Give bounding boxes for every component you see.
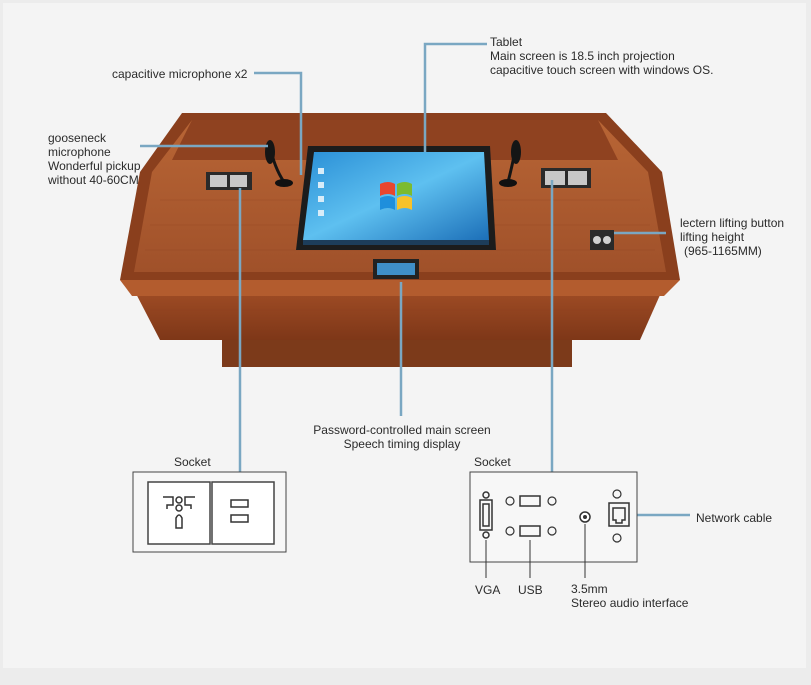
audio-jack-icon xyxy=(579,511,591,523)
gooseneck-callout-line-1: gooseneck xyxy=(48,131,107,145)
windows-logo-icon xyxy=(380,182,412,210)
tablet-callout-line-1: Tablet xyxy=(490,35,523,49)
gooseneck-callout-line-3: Wonderful pickup xyxy=(48,159,141,173)
tablet-callout-line-2: Main screen is 18.5 inch projection xyxy=(490,49,675,63)
vga-port-icon xyxy=(479,491,493,539)
socket-left-title: Socket xyxy=(174,455,211,469)
speech-timing-display xyxy=(373,259,419,279)
leader-tablet xyxy=(423,42,487,152)
desk-socket-right xyxy=(541,168,591,188)
audio-label-line-2: Stereo audio interface xyxy=(571,596,689,610)
leader-lines xyxy=(140,42,690,517)
lifting-button-callout: lectern lifting button lifting height (9… xyxy=(680,216,784,258)
audio-label: 3.5mm Stereo audio interface xyxy=(571,582,688,610)
tablet-callout-line-3: capacitive touch screen with windows OS. xyxy=(490,63,714,77)
audio-label-line-1: 3.5mm xyxy=(571,582,608,596)
gooseneck-callout-line-2: microphone xyxy=(48,145,111,159)
gooseneck-callout-line-4: without 40-60CM xyxy=(48,173,139,187)
usb-label: USB xyxy=(518,583,543,597)
lifting-button-callout-line-2: lifting height xyxy=(680,230,745,244)
socket-panel-right xyxy=(469,471,638,578)
network-cable-callout: Network cable xyxy=(696,511,773,525)
universal-power-outlet-icon xyxy=(163,496,195,529)
gooseneck-callout: gooseneck microphone Wonderful pickup wi… xyxy=(48,131,141,187)
password-screen-callout: Password-controlled main screen Speech t… xyxy=(302,423,502,451)
leader-capacitive-mic xyxy=(254,71,303,175)
lectern-back-wall xyxy=(172,120,618,160)
lectern-front-panel xyxy=(132,286,664,340)
gooseneck-microphone-right xyxy=(499,140,521,187)
socket-panel-left xyxy=(132,471,287,553)
desk-socket-left xyxy=(206,172,252,190)
lifting-button-panel xyxy=(590,230,614,250)
screw-icons xyxy=(505,489,622,543)
socket-right-title: Socket xyxy=(474,455,511,469)
tablet-screen xyxy=(296,146,496,250)
vga-label: VGA xyxy=(475,583,501,597)
password-screen-callout-line-1: Password-controlled main screen xyxy=(313,423,491,437)
password-screen-callout-line-2: Speech timing display xyxy=(343,437,461,451)
capacitive-mic-callout: capacitive microphone x2 xyxy=(112,67,248,81)
lifting-button-callout-line-1: lectern lifting button xyxy=(680,216,785,230)
usb-port-icon xyxy=(519,495,541,537)
network-port-icon xyxy=(608,502,630,527)
usb-charging-port-icon xyxy=(230,499,249,523)
lifting-button-callout-line-3: (965-1165MM) xyxy=(684,244,762,258)
tablet-callout: Tablet Main screen is 18.5 inch projecti… xyxy=(490,35,713,77)
